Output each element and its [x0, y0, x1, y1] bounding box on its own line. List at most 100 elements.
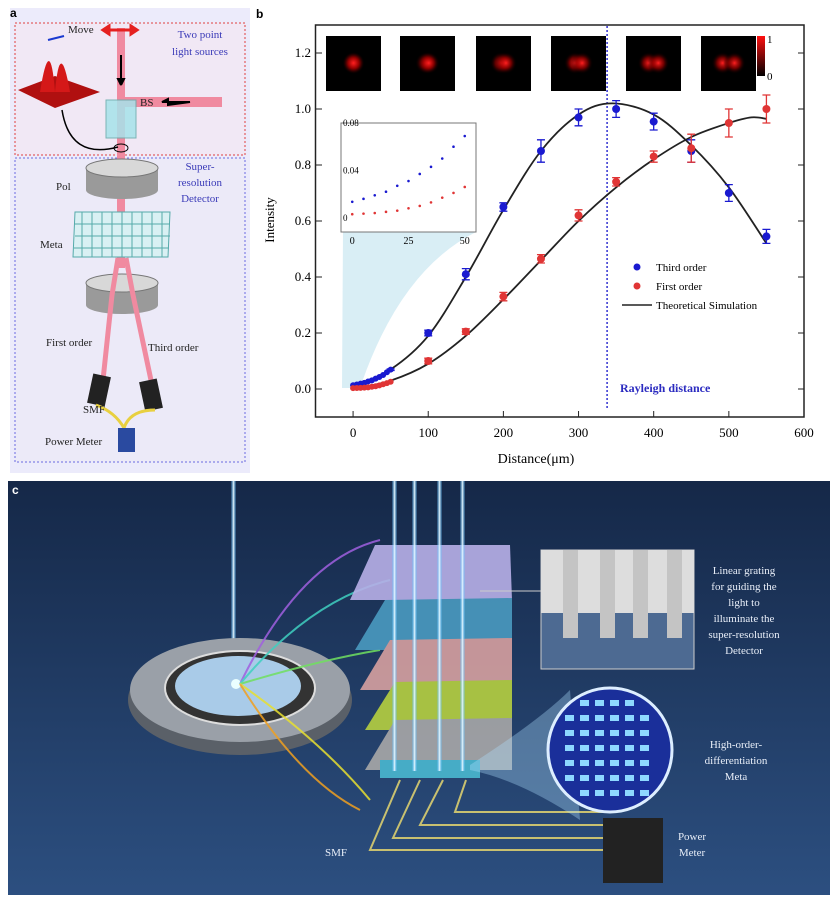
legend-label: First order — [656, 281, 702, 293]
panel-label: b — [256, 7, 263, 21]
meta-cell — [595, 775, 604, 781]
left-arrow-icon — [161, 97, 191, 107]
meta-cell — [610, 700, 619, 706]
inset-x-tick-label: 0 — [350, 236, 355, 247]
separation-arrow-icon — [47, 35, 65, 41]
x-axis-label: Distance(μm) — [498, 452, 575, 467]
colorbar — [757, 36, 765, 76]
inset-x-tick-label: 25 — [404, 236, 414, 247]
stage — [128, 638, 352, 755]
inset-data-point — [395, 209, 399, 212]
grating-label: for guiding the — [711, 581, 776, 593]
data-point — [536, 254, 545, 263]
data-point — [536, 147, 545, 155]
meta-cell — [565, 775, 574, 781]
data-point — [424, 357, 433, 365]
grating-inset — [480, 549, 695, 670]
meta-cell — [610, 715, 619, 721]
inset-data-point — [407, 207, 410, 210]
data-point — [499, 203, 508, 211]
data-point — [649, 117, 658, 126]
heatmap-spot — [342, 52, 365, 74]
x-tick-label: 200 — [494, 425, 514, 440]
data-point — [461, 270, 470, 279]
heatmap-spot — [647, 52, 670, 74]
meta-cell — [625, 715, 634, 721]
y-tick-label: 0.6 — [295, 213, 312, 228]
inset-data-point — [418, 172, 422, 176]
pol-label: Pol — [56, 181, 71, 193]
first-order-label: First order — [46, 337, 92, 349]
smf-fiber — [95, 403, 156, 429]
inset-data-point — [362, 197, 365, 201]
legend-label: Theoretical Simulation — [656, 300, 758, 312]
meta-cell — [625, 730, 634, 736]
panel-a: a Move Two point light sources BS Super-… — [10, 6, 250, 473]
inset-data-point — [440, 196, 444, 199]
sample-ring — [113, 143, 129, 153]
lens — [85, 273, 159, 314]
meta-cell — [565, 715, 574, 721]
legend: Third order First order Theoretical Simu… — [622, 262, 758, 312]
inset-data-point — [384, 210, 388, 214]
meta-label: Meta — [725, 771, 748, 783]
meta-cell — [595, 760, 604, 766]
inset-data-point — [463, 134, 467, 138]
x-tick-label: 400 — [644, 425, 664, 440]
y-tick-label: 0.4 — [295, 269, 312, 284]
data-point — [461, 327, 470, 336]
data-point — [649, 152, 658, 161]
data-point — [424, 329, 433, 337]
y-tick-label: 0.8 — [295, 157, 311, 172]
heatmap-spot — [494, 52, 517, 74]
meta-cell — [610, 760, 619, 766]
meta-cell — [640, 775, 649, 781]
meta-cell — [625, 775, 634, 781]
inset-data-point — [452, 145, 455, 148]
power-meter — [118, 428, 135, 452]
down-arrow-icon — [116, 55, 126, 86]
legend-label: Third order — [656, 262, 707, 274]
panel-c: c — [8, 481, 830, 895]
output-beams — [392, 481, 465, 771]
heatmap-spot — [417, 52, 440, 74]
data-point — [499, 292, 508, 301]
detector-label: resolution — [178, 177, 222, 189]
meta-cell — [610, 775, 619, 781]
meta-cell — [580, 775, 589, 781]
panel-label: a — [10, 6, 17, 20]
power-meter-label: Power — [678, 831, 706, 843]
inset-data-point — [440, 157, 444, 160]
data-point — [724, 119, 733, 127]
smf-label: SMF — [325, 847, 347, 859]
inset-data-point — [452, 191, 455, 195]
meta-cell — [610, 730, 619, 736]
meta-cell — [640, 790, 649, 796]
legend-marker-third — [633, 263, 641, 271]
inset-data-point — [373, 211, 377, 215]
y-tick-label: 0.2 — [295, 325, 311, 340]
heatmap-row — [326, 36, 756, 91]
data-point — [387, 378, 394, 385]
meta-cell — [625, 745, 634, 751]
colorbar-min: 0 — [767, 71, 773, 83]
meta-cell — [640, 745, 649, 751]
sources-label: light sources — [172, 46, 228, 58]
third-order-beam — [123, 257, 155, 386]
x-tick-label: 100 — [418, 425, 438, 440]
meta-cell — [625, 700, 634, 706]
data-point — [387, 366, 394, 373]
plot-frame — [314, 24, 805, 418]
inset-data-point — [350, 200, 354, 204]
data-point — [762, 105, 771, 113]
grating-label: light to — [728, 597, 760, 609]
power-meter-label: Meter — [679, 847, 706, 859]
heatmap-spot — [571, 52, 594, 74]
detector-label: Detector — [181, 193, 219, 205]
curved-arrow-icon — [61, 109, 119, 151]
meta-cell — [595, 700, 604, 706]
inset-data-point — [362, 212, 365, 215]
